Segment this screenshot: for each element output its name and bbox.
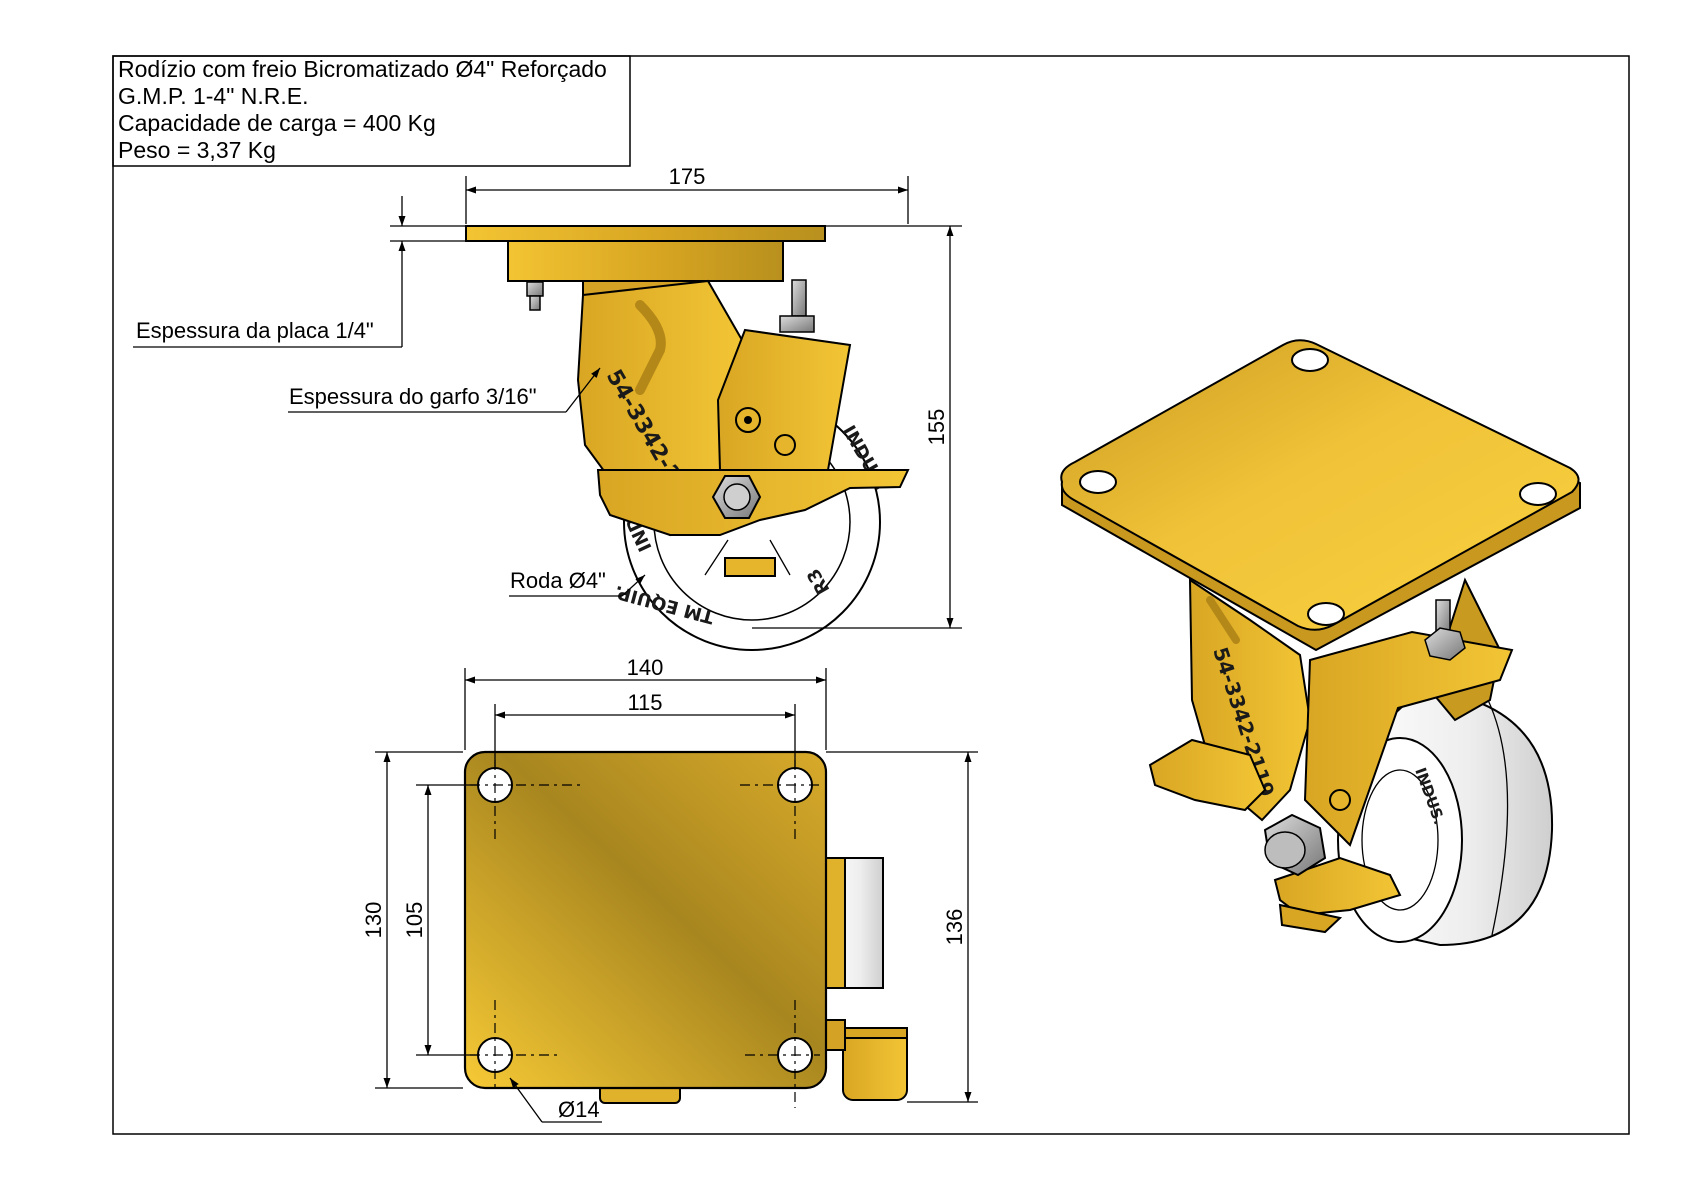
dim-top-height-text: 130 — [361, 902, 386, 939]
dim-side-height: 155 — [752, 225, 962, 629]
dim-side-height-text: 155 — [924, 409, 949, 446]
side-plate — [465, 225, 826, 242]
dim-top-total: 136 — [826, 751, 978, 1103]
iso-pedal-right — [1273, 856, 1402, 917]
top-plate — [463, 750, 828, 1090]
dim-hole-text: Ø14 — [558, 1097, 600, 1122]
iso-plate-top — [1060, 339, 1580, 631]
leader-fork-thickness: Espessura do garfo 3/16" — [288, 367, 601, 413]
title-line-3: Capacidade de carga = 400 Kg — [118, 110, 436, 136]
title-line-1: Rodízio com freio Bicromatizado Ø4" Refo… — [118, 56, 607, 82]
dim-top-holes-y: 105 — [402, 784, 478, 1056]
leader-wheel: Roda Ø4" — [509, 568, 646, 597]
top-view: 140 115 130 105 136 — [361, 655, 978, 1123]
brake-bolt — [779, 279, 815, 333]
iso-axle-nut — [1263, 813, 1327, 877]
iso-brake-bolt — [1424, 599, 1466, 661]
top-centerlines — [470, 760, 820, 1108]
label-fork-thickness: Espessura do garfo 3/16" — [289, 384, 537, 409]
iso-brake-housing — [1303, 630, 1514, 847]
title-line-2: G.M.P. 1-4" N.R.E. — [118, 83, 309, 109]
label-wheel: Roda Ø4" — [510, 568, 606, 593]
iso-view: INDUS. 54-3342-2119 — [1060, 339, 1581, 947]
dim-top-total-text: 136 — [942, 909, 967, 946]
iso-pedal-left — [1148, 738, 1267, 812]
dim-top-holes-x: 115 — [494, 690, 796, 768]
title-line-4: Peso = 3,37 Kg — [118, 137, 276, 163]
dim-side-width-text: 175 — [669, 164, 706, 189]
dim-plate-thickness: Espessura da placa 1/4" — [133, 196, 466, 348]
dim-top-height: 130 — [361, 751, 463, 1089]
grease-nipple — [526, 281, 544, 311]
dim-top-holes-x-text: 115 — [627, 690, 662, 715]
side-view: TM EQUIP. INDUS. INDUS. R3 54-3342-21 — [133, 164, 962, 651]
dim-top-holes-y-text: 105 — [402, 902, 427, 939]
dim-side-width: 175 — [465, 164, 909, 224]
iso-plate — [1060, 339, 1581, 652]
dim-top-width-text: 140 — [627, 655, 664, 680]
side-bearing — [507, 240, 784, 282]
label-plate-thickness: Espessura da placa 1/4" — [136, 318, 374, 343]
dim-top-width: 140 — [464, 655, 827, 750]
leader-hole: Ø14 — [509, 1077, 602, 1123]
side-axle — [711, 475, 776, 577]
drawing-frame — [112, 55, 1630, 1135]
title-block: Rodízio com freio Bicromatizado Ø4" Refo… — [112, 55, 631, 167]
